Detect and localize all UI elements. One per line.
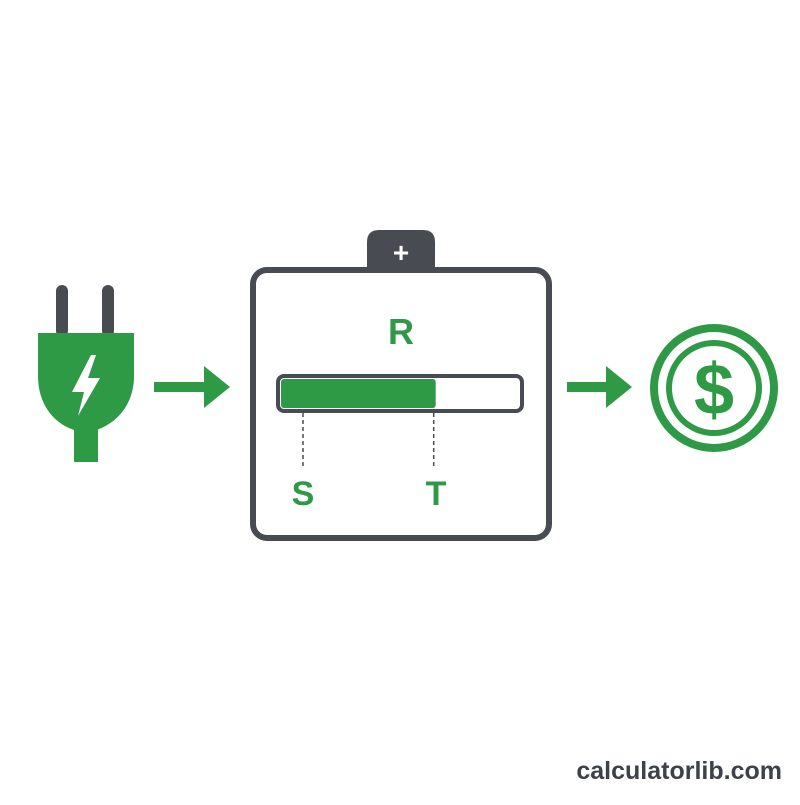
arrow-right-icon: [154, 366, 230, 408]
arrow-head: [606, 366, 632, 408]
lightning-bolt-icon: [72, 355, 100, 416]
dollar-symbol: $: [694, 350, 734, 430]
start-marker-label: S: [292, 475, 315, 513]
battery-terminal-symbol: +: [393, 237, 409, 268]
arrow-shaft: [154, 382, 206, 392]
arrow-right-icon: [567, 366, 632, 408]
plug-cord: [74, 428, 98, 462]
dollar-coin-icon: $: [650, 324, 778, 452]
charge-bar-fill: [281, 379, 436, 408]
watermark: calculatorlib.com: [576, 757, 782, 785]
arrow-shaft: [567, 382, 609, 392]
coin-face: [672, 346, 756, 430]
battery-label-r: R: [388, 311, 414, 352]
plug-prong-left: [56, 285, 68, 337]
battery-icon: + R S T: [250, 230, 552, 541]
target-marker-label: T: [426, 475, 447, 513]
plug-icon: [38, 285, 134, 462]
plug-prong-right: [102, 285, 114, 337]
battery-terminal: [367, 230, 435, 272]
arrow-head: [204, 366, 230, 408]
